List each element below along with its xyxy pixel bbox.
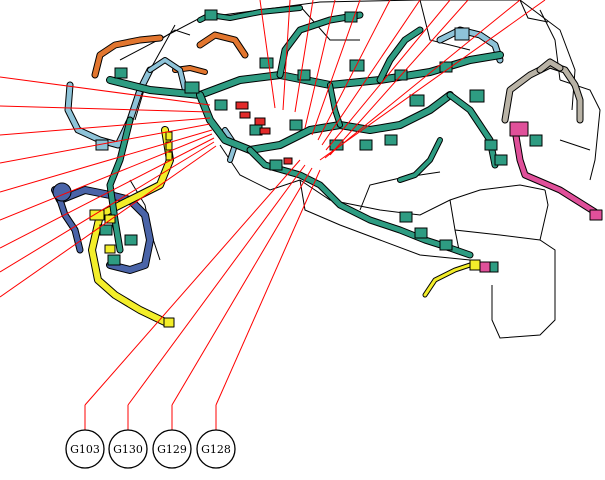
ground-callout-g130: G130 (108, 164, 306, 469)
left-leader-lines (0, 76, 217, 298)
harness-navy (51, 182, 154, 274)
harness-magenta (509, 121, 603, 221)
connector-blocks (95, 9, 543, 273)
ground-label-g130: G130 (113, 443, 143, 456)
ground-label-g103: G103 (70, 443, 100, 456)
ground-callout-g128: G128 (196, 169, 321, 469)
ground-callout-g103: G103 (65, 159, 301, 469)
ground-label-g128: G128 (201, 443, 231, 456)
top-leader-lines (259, 0, 546, 161)
harness-gray (501, 58, 584, 124)
red-connectors (235, 101, 293, 165)
yellow-pin-strip (165, 131, 173, 161)
ground-label-g129: G129 (157, 443, 187, 456)
body-outline (119, 0, 601, 339)
harness-yellow (88, 126, 473, 328)
ground-callout-g129: G129 (152, 167, 313, 469)
